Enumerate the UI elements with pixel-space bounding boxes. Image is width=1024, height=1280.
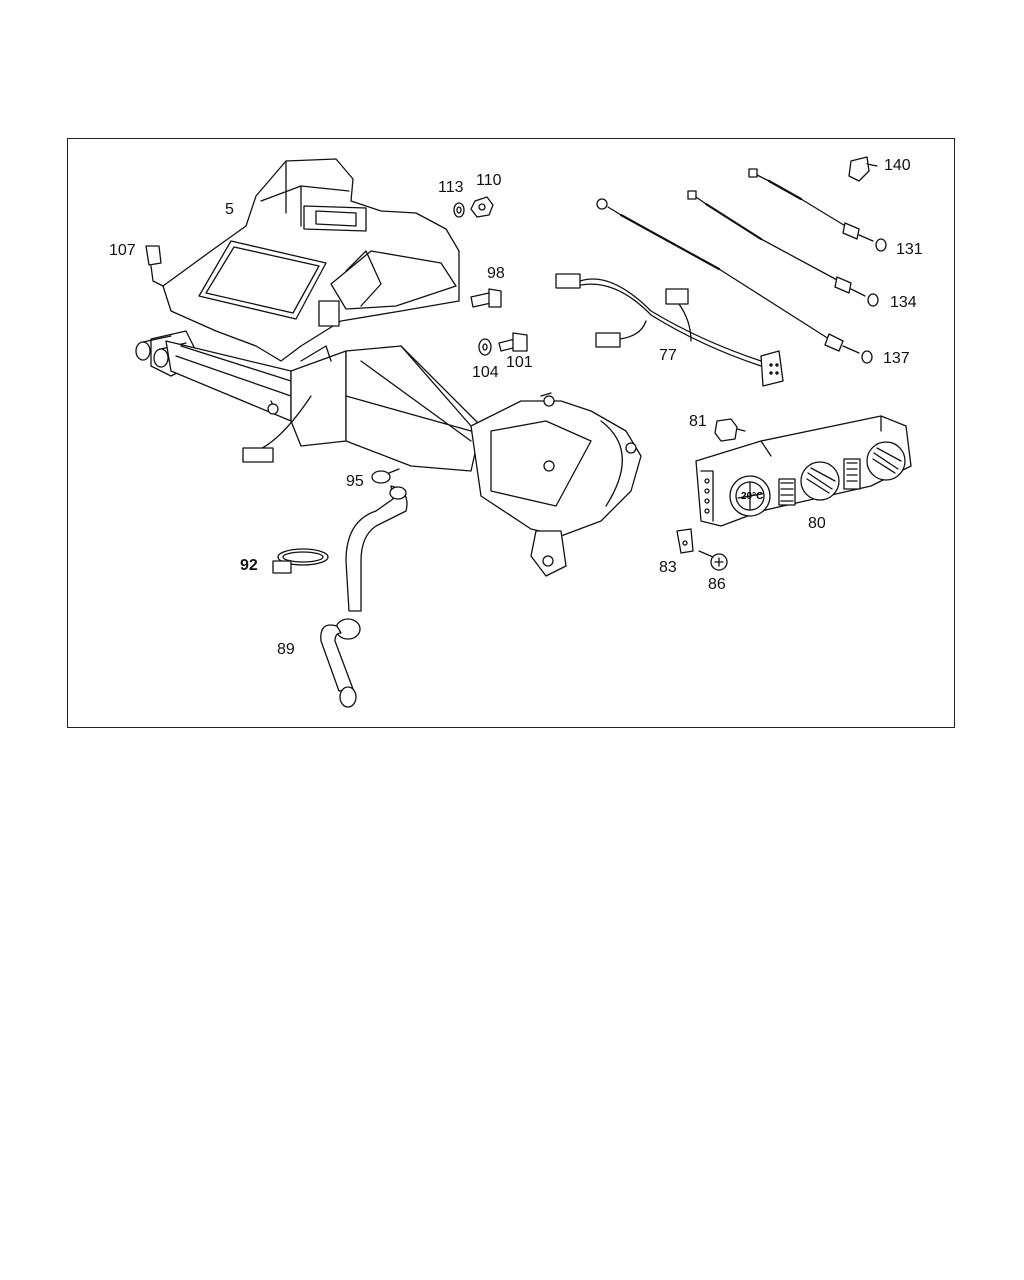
callout-5: 5 (225, 201, 234, 218)
callout-104: 104 (472, 364, 499, 381)
callout-95: 95 (346, 473, 364, 490)
callout-131: 131 (896, 241, 923, 258)
callout-101: 101 (506, 354, 533, 371)
callout-80: 80 (808, 515, 826, 532)
callout-107: 107 (109, 242, 136, 259)
heater-housing-part (135, 158, 642, 577)
callout-137: 137 (883, 350, 910, 367)
fastener-parts (453, 196, 528, 356)
knob-temperature-label: 20°C (741, 491, 763, 502)
climate-control-panel-part: 20°C (676, 415, 912, 571)
callout-86: 86 (708, 576, 726, 593)
exploded-parts-drawing: 20°C (135, 156, 912, 708)
callout-110: 110 (476, 172, 502, 189)
callout-140: 140 (884, 157, 911, 174)
hoses-and-clamps-part (272, 468, 408, 708)
callout-113: 113 (438, 179, 464, 196)
callout-92: 92 (240, 557, 258, 574)
callout-134: 134 (890, 294, 917, 311)
callout-83: 83 (659, 559, 677, 576)
callout-89: 89 (277, 641, 295, 658)
callout-77: 77 (659, 347, 677, 364)
callout-98: 98 (487, 265, 505, 282)
callout-81: 81 (689, 413, 707, 430)
wiring-harness-part (555, 273, 784, 387)
diagram-frame: 20°C (67, 138, 955, 728)
control-cables-part (596, 156, 887, 364)
